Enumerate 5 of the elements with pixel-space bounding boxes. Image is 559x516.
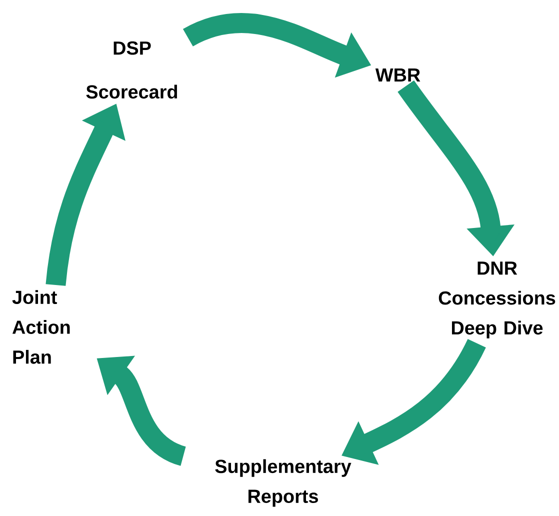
node-label: DNR Concessions Deep Dive — [438, 262, 556, 338]
node-label: DSP Scorecard — [86, 41, 178, 99]
node-label: WBR — [375, 68, 420, 82]
node-label: Supplementary Reports — [215, 459, 352, 507]
node-label: Joint Action Plan — [12, 290, 70, 364]
